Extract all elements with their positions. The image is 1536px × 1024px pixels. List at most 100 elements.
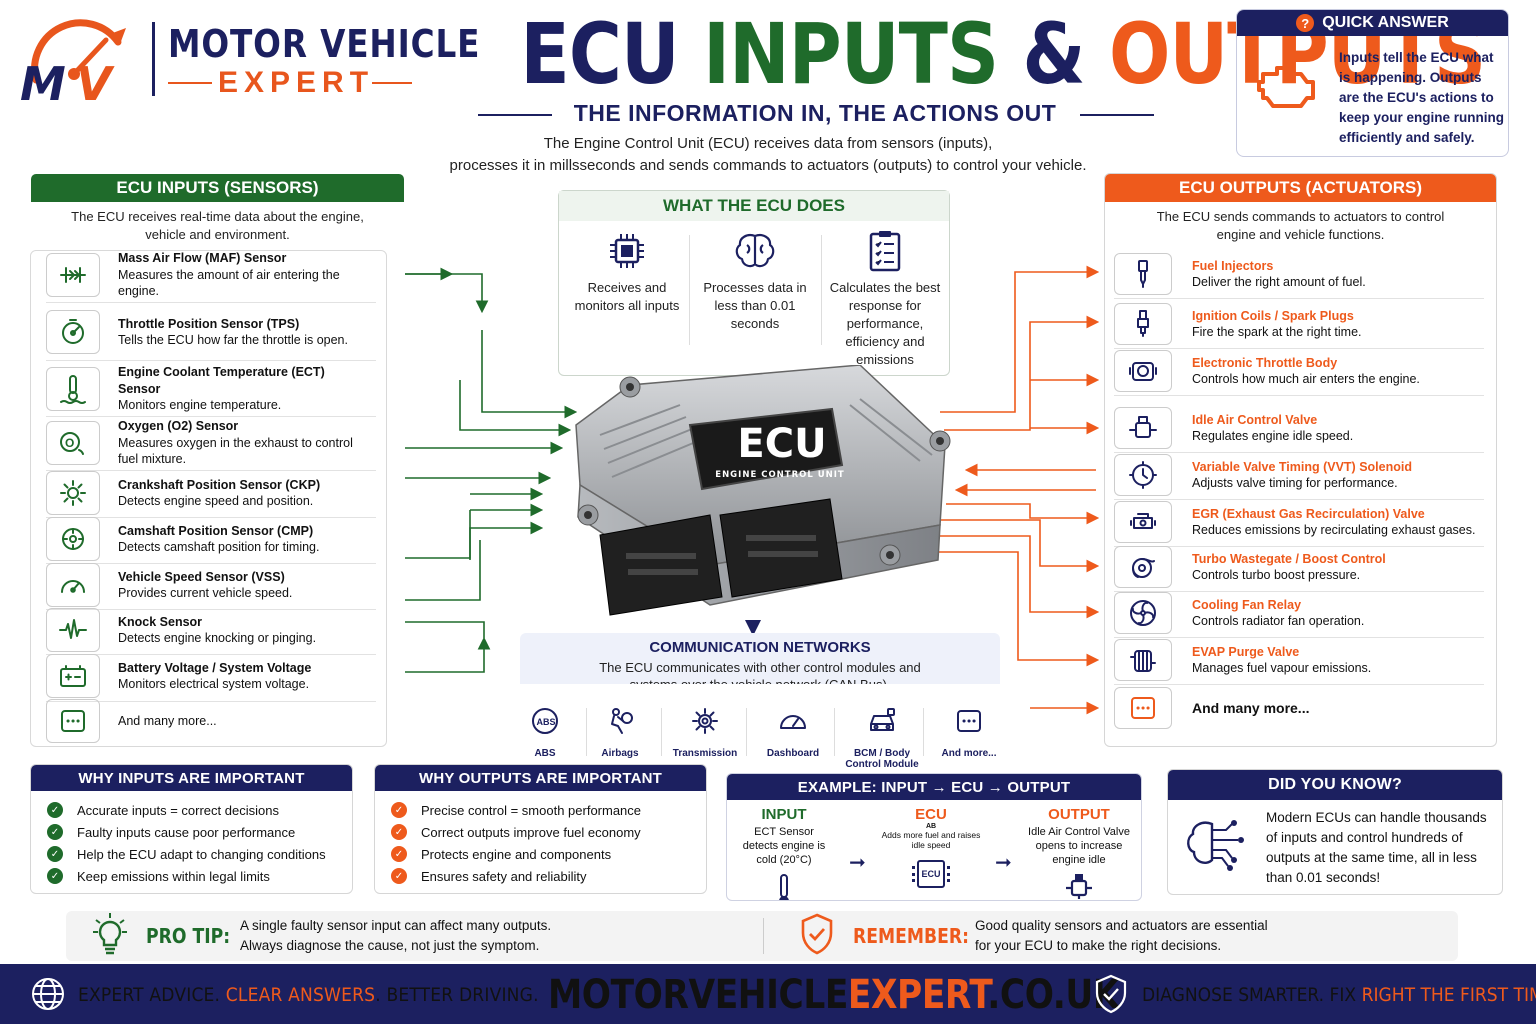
row-separator [46,517,376,518]
valve-icon [1128,413,1158,443]
checklist-item: ✓Accurate inputs = correct decisions [47,799,352,821]
quick-answer-box: ?QUICK ANSWER Inputs tell the ECU what i… [1236,9,1509,157]
input-sensor-row: Crankshaft Position Sensor (CKP)Detects … [46,471,376,515]
sensor-icon-box [46,563,100,607]
actuator-name: Turbo Wastegate / Boost Control [1192,551,1386,566]
actuator-icon-box [1114,454,1172,496]
comm-divider [923,708,924,756]
did-you-know-heading: DID YOU KNOW? [1168,770,1502,800]
actuator-name: Electronic Throttle Body [1192,355,1338,370]
brand-name-bottom: EXPERT [218,66,375,99]
footer-website-link[interactable]: MOTORVEHICLEEXPERT.CO.UK [548,972,1120,1018]
did-you-know-box: DID YOU KNOW? Modern ECUs can handle tho… [1167,769,1503,895]
example-arrow-1: ➞ [849,852,866,874]
check-icon: ✓ [47,824,63,840]
actuator-description: Controls turbo boost pressure. [1192,568,1361,582]
injector-icon [1128,259,1158,289]
actuator-description: Manages fuel vapour emissions. [1192,661,1372,675]
sensor-icon-box: O [46,421,100,465]
sensor-name: Battery Voltage / System Voltage [118,660,312,675]
check-icon: ✓ [391,824,407,840]
comm-divider [586,708,587,756]
valve-icon [1066,874,1092,899]
input-sensor-row: And many more... [46,698,376,744]
sensor-description: Detects camshaft position for timing. [118,540,320,554]
row-separator [1114,684,1484,685]
intro-text: The Engine Control Unit (ECU) receives d… [449,135,1087,174]
actuator-icon-box [1114,639,1172,681]
example-ecu: ECU AB Adds more fuel and raises idle sp… [877,806,985,892]
page-subtitle: THE INFORMATION IN, THE ACTIONS OUT [573,100,1057,126]
example-output-label: OUTPUT [1048,806,1110,823]
what-divider [689,235,690,345]
check-icon: ✓ [47,802,63,818]
ecu-label: ECU [737,421,826,467]
comm-network-label: ABS [534,748,556,759]
inputs-list [30,250,387,747]
sensor-icon-box [46,517,100,561]
chip-icon [610,234,644,268]
more-icon [58,706,88,736]
input-sensor-row: Throttle Position Sensor (TPS)Tells the … [46,306,376,358]
row-separator [1114,499,1484,500]
sensor-name: Camshaft Position Sensor (CMP) [118,523,314,538]
footer-tagline-left: EXPERT ADVICE. CLEAR ANSWERS. BETTER DRI… [78,984,539,1006]
abs-icon: ABS [508,706,582,742]
checklist-item: ✓ Keep emissions within legal limits [47,865,352,887]
actuator-name: Ignition Coils / Spark Plugs [1192,308,1354,323]
sensor-name: Vehicle Speed Sensor (VSS) [118,569,285,584]
remember-text: Good quality sensors and actuators are e… [975,918,1268,953]
shield-check-footer-icon [1095,974,1127,1014]
row-separator [46,654,376,655]
why-inputs-heading: WHY INPUTS ARE IMPORTANT [31,765,352,791]
timing-icon [1128,460,1158,490]
ecu-sublabel: ENGINE CONTROL UNIT [715,470,844,480]
comm-heading: COMMUNICATION NETWORKS [649,639,871,656]
sensor-icon-box [46,608,100,652]
actuator-description: Regulates engine idle speed. [1192,429,1354,443]
sensor-icon-box [46,654,100,698]
quick-answer-header: ?QUICK ANSWER [1237,10,1508,36]
o2-icon: O [58,428,88,458]
page-title: ECU INPUTS & OUTPUTS [520,5,1486,103]
more-icon [1128,693,1158,723]
transmission-gear-icon [668,706,742,742]
output-actuator-row: And many more... [1114,686,1484,730]
row-separator [1114,591,1484,592]
dashboard-icon [756,706,830,742]
sensor-description: Provides current vehicle speed. [118,586,293,600]
example-input-text: ECT Sensor detects engine is cold (20°C) [742,826,826,866]
input-sensor-row: Camshaft Position Sensor (CMP) Detects ca… [46,517,376,561]
ecu-role-calculate-text: Calculates the best response for perform… [829,280,941,367]
shield-check-icon [801,913,833,955]
ecu-role-process: Processes data in less than 0.01 seconds [701,231,809,333]
row-separator [1114,298,1484,299]
example-ecu-label: ECU [915,806,947,823]
checklist-text: Correct outputs improve fuel economy [421,824,641,840]
comm-network-item: Transmission [668,706,742,759]
actuator-icon-box [1114,303,1172,345]
comm-network-item: And more... [932,706,1006,759]
thermometer-icon [58,374,88,404]
checklist-text: Keep emissions within legal limits [77,868,270,884]
logo-rule-right [372,82,412,84]
actuator-icon-box [1114,350,1172,392]
row-separator [1114,452,1484,453]
fan-icon [1128,598,1158,628]
ecu-chip-icon: ECU [912,856,950,892]
pro-tip-text: A single faulty sensor input can affect … [240,918,552,953]
row-separator [1114,348,1484,349]
svg-text:M: M [20,57,66,104]
pro-tip-label: PRO TIP: [146,924,231,948]
check-icon: ✓ [47,868,63,884]
comm-network-label: Airbags [601,748,639,759]
comm-network-label: Transmission [672,748,738,759]
actuator-description: Fire the spark at the right time. [1192,325,1362,339]
